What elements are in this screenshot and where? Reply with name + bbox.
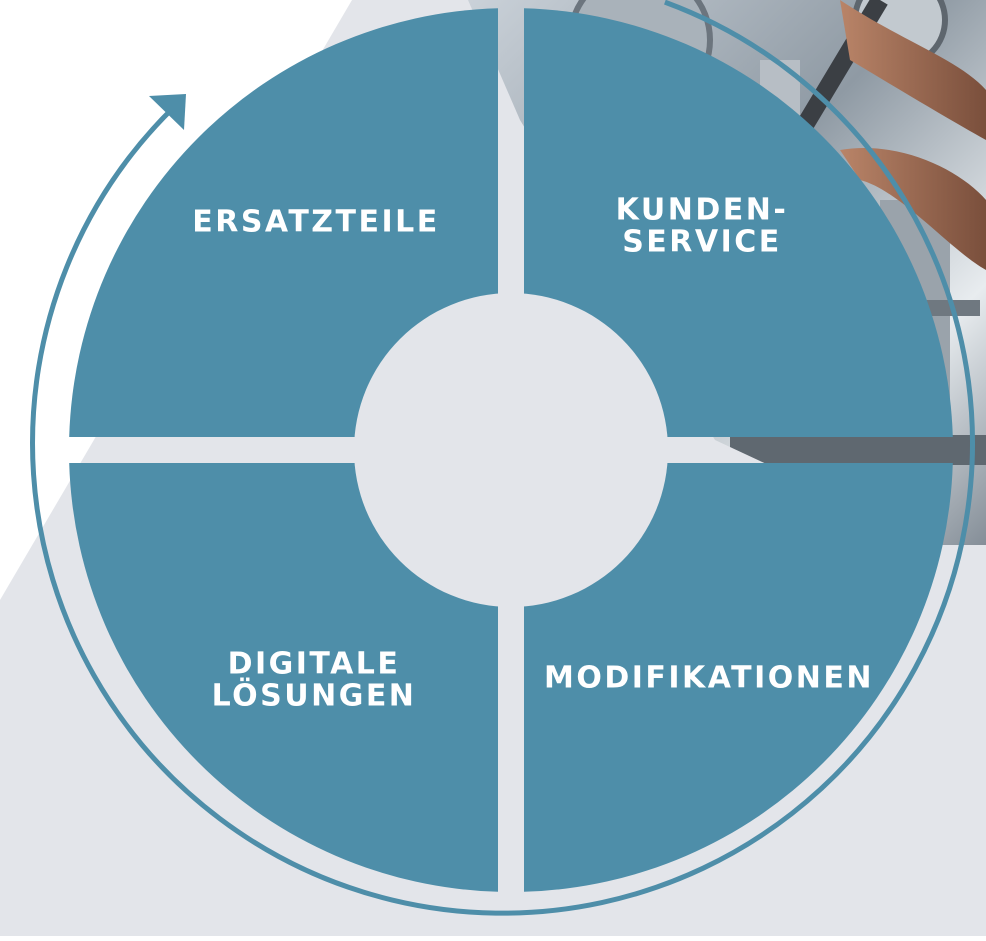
segment-modifikationen — [524, 463, 953, 892]
segment-label-kundenservice: KUNDEN- SERVICE — [615, 192, 789, 259]
segment-label-ersatzteile: ERSATZTEILE — [192, 204, 440, 240]
cycle-ring — [30, 0, 976, 916]
segment-kundenservice — [524, 8, 953, 437]
segment-label-modifikationen: MODIFIKATIONEN — [543, 660, 875, 696]
segment-digitale-loesungen — [69, 463, 498, 892]
segment-label-digitale-loesungen: DIGITALE LÖSUNGEN — [211, 646, 417, 713]
center-hub — [354, 293, 668, 607]
segment-ersatzteile — [69, 8, 498, 437]
cycle-arrowhead — [149, 94, 186, 130]
